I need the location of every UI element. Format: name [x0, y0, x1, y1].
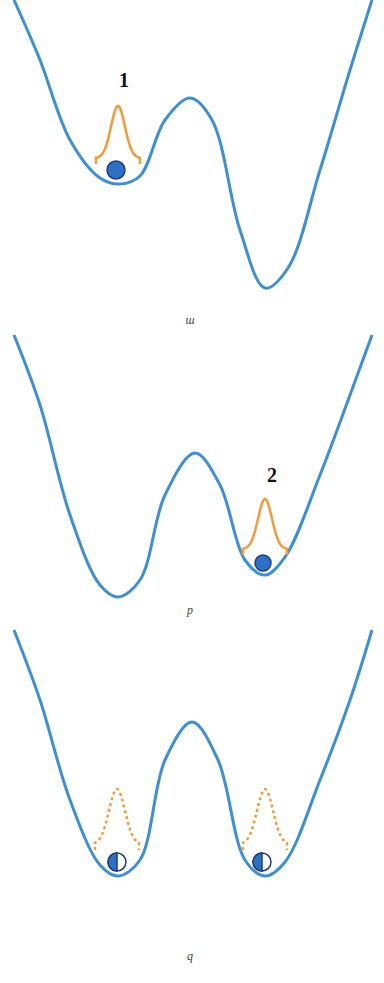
half-particle — [108, 853, 126, 871]
wave-packet — [243, 789, 287, 850]
wave-packet — [96, 106, 140, 164]
panel-caption: ш — [185, 314, 194, 326]
half-particle — [253, 853, 271, 871]
half-particle-fill — [253, 853, 262, 871]
potential-curve — [14, 0, 372, 288]
half-particle-fill — [108, 853, 117, 871]
wave-packet — [95, 789, 139, 850]
particle — [255, 555, 271, 571]
panel-caption: q — [187, 950, 193, 962]
potential-curve — [14, 630, 372, 876]
panel-caption: p — [187, 604, 193, 616]
wave-packet — [243, 499, 287, 555]
potential-curve — [14, 335, 372, 597]
particle — [107, 161, 125, 179]
callout-number: 2 — [267, 465, 277, 485]
callout-number: 1 — [119, 70, 129, 90]
